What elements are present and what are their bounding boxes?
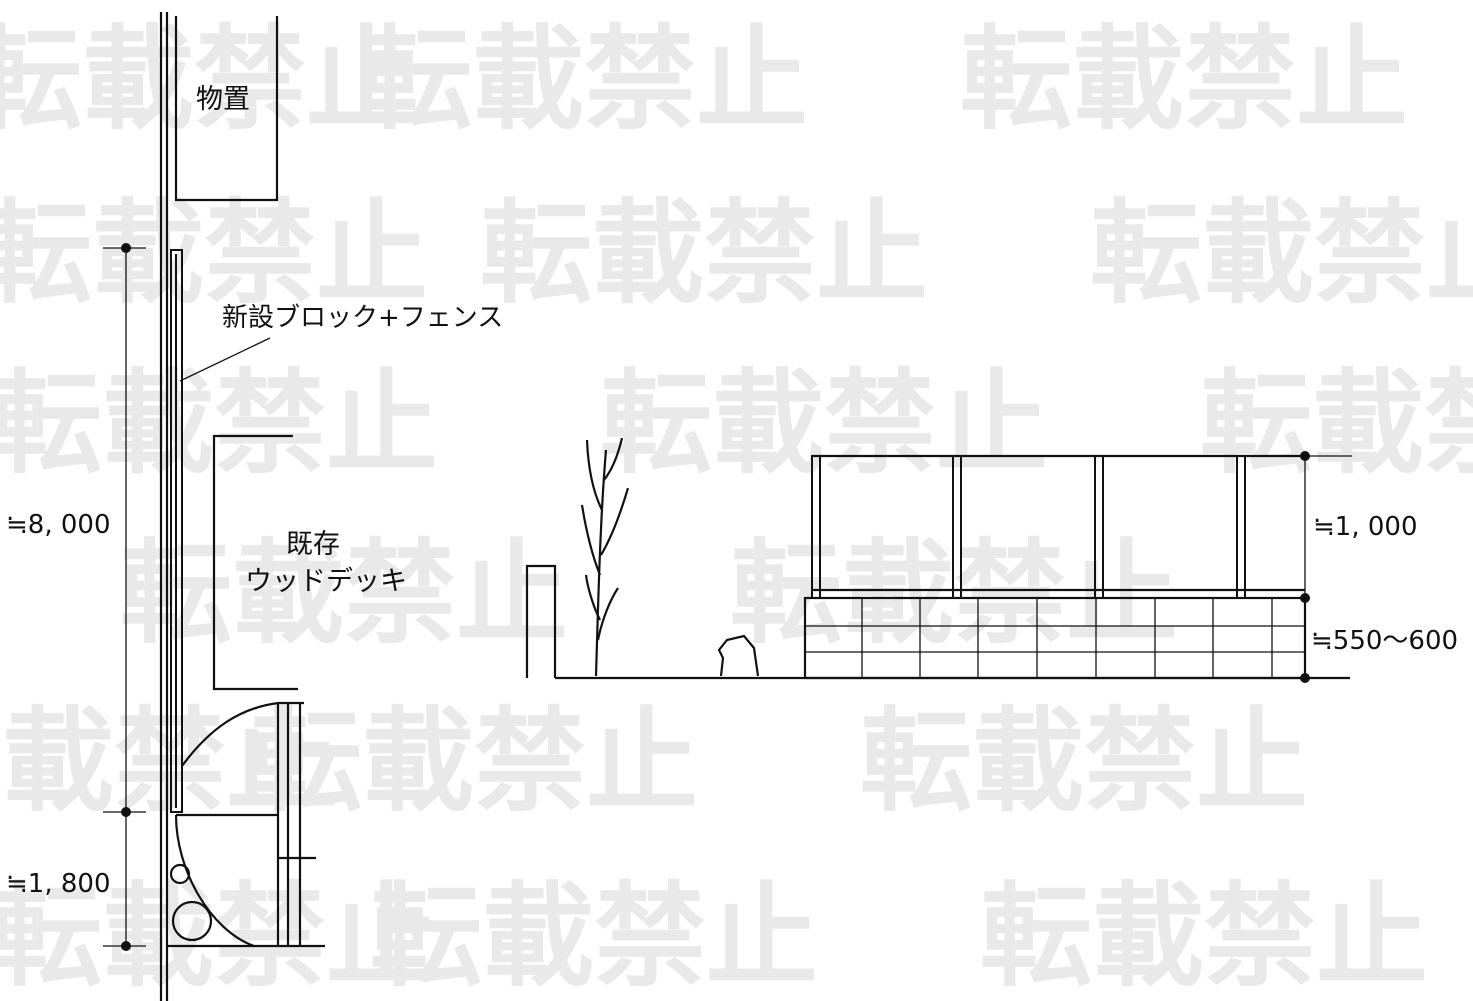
fence-height-label: ≒1, 000 xyxy=(1313,512,1418,542)
dimension-short-label: ≒1, 800 xyxy=(6,869,111,899)
watermark-text: 転載禁止 xyxy=(370,872,818,1001)
fence-post xyxy=(1094,455,1104,599)
watermark-layer: 転載禁止 転載禁止 転載禁止 転載禁止 転載禁止 転載禁止 転載禁止 転載禁止 … xyxy=(0,15,1473,1001)
wood-deck xyxy=(212,434,298,691)
watermark-text: 転載禁止 xyxy=(860,697,1308,827)
watermark-text: 転載禁止 xyxy=(0,872,438,1001)
dimension-dot xyxy=(121,807,131,817)
fence-posts xyxy=(811,455,1246,599)
planting-curve xyxy=(174,814,255,948)
deck-label-line1: 既存 xyxy=(286,529,340,560)
elevation-view: ≒1, 000 ≒550〜600 xyxy=(525,437,1458,683)
fence-post xyxy=(1236,455,1246,599)
shrub-symbol xyxy=(171,900,213,942)
fence-post xyxy=(952,455,962,599)
watermark-text: 転載禁止 xyxy=(0,189,428,319)
storage-label: 物置 xyxy=(196,84,250,115)
watermark-text: 転載禁止 xyxy=(0,697,338,827)
storage-shed xyxy=(174,16,279,202)
watermark-text: 転載禁止 xyxy=(360,15,808,145)
watermark-text: 転載禁止 xyxy=(980,872,1428,1001)
fence-post xyxy=(811,455,821,599)
shrub-symbol xyxy=(169,863,191,885)
dimension-dot xyxy=(121,243,131,253)
plant-symbol xyxy=(580,437,630,677)
watermark-text: 転載禁止 xyxy=(120,529,568,659)
fence-leader-line xyxy=(179,337,271,382)
dimension-dot xyxy=(1300,673,1310,683)
watermark-text: 転載禁止 xyxy=(600,359,1048,489)
rock-symbol xyxy=(717,634,760,677)
dimension-dot xyxy=(1300,593,1310,603)
block-joints xyxy=(861,598,1273,678)
gate-post xyxy=(525,564,557,678)
new-fence-wall xyxy=(170,249,183,813)
plan-view: 物置 新設ブロック+フェンス 既存 ウッドデッキ ≒8, 000 ≒1, 800 xyxy=(6,12,503,1001)
fence-label: 新設ブロック+フェンス xyxy=(222,303,503,333)
watermark-text: 転載禁止 xyxy=(0,15,418,145)
watermark-text: 転載禁止 xyxy=(480,189,928,319)
watermark-text: 転載禁止 xyxy=(1090,189,1473,319)
watermark-text: 転載禁止 xyxy=(250,697,698,827)
watermark-text: 転載禁止 xyxy=(960,15,1408,145)
dimension-length-label: ≒8, 000 xyxy=(6,510,111,540)
watermark-text: 転載禁止 xyxy=(1200,359,1473,489)
block-height-label: ≒550〜600 xyxy=(1311,626,1458,656)
door-swing-arc xyxy=(181,701,279,767)
watermark-text: 転載禁止 xyxy=(0,359,438,489)
dimension-dot xyxy=(121,941,131,951)
deck-label-line2: ウッドデッキ xyxy=(245,566,407,597)
